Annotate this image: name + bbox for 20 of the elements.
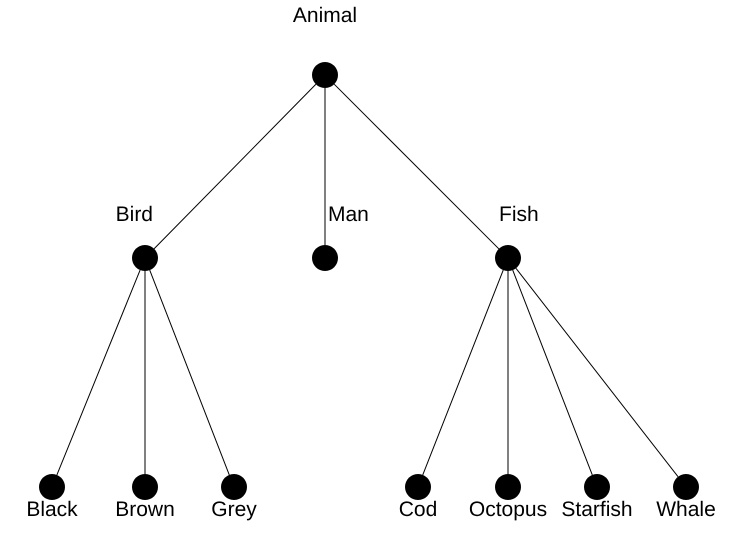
node-label: Black	[26, 498, 78, 522]
connector-line	[149, 270, 230, 476]
node-label: Fish	[499, 203, 539, 227]
node-label: Cod	[398, 498, 438, 522]
node-label: Brown	[115, 498, 175, 522]
connector-line	[56, 270, 141, 476]
connector-line	[422, 270, 504, 476]
connector-line	[144, 270, 146, 474]
node-label: Bird	[116, 203, 153, 227]
node-label: Man	[328, 203, 369, 227]
connector-line	[515, 268, 679, 478]
node-label: Starfish	[561, 498, 633, 522]
connector-line	[324, 88, 326, 246]
node-label: Grey	[211, 498, 257, 522]
node-label: Octopus	[468, 498, 548, 522]
node-label: Animal	[292, 4, 358, 28]
connector-line	[512, 270, 593, 476]
connector-line	[334, 84, 500, 250]
connector-line	[154, 84, 316, 250]
node-label: Whale	[656, 498, 716, 522]
